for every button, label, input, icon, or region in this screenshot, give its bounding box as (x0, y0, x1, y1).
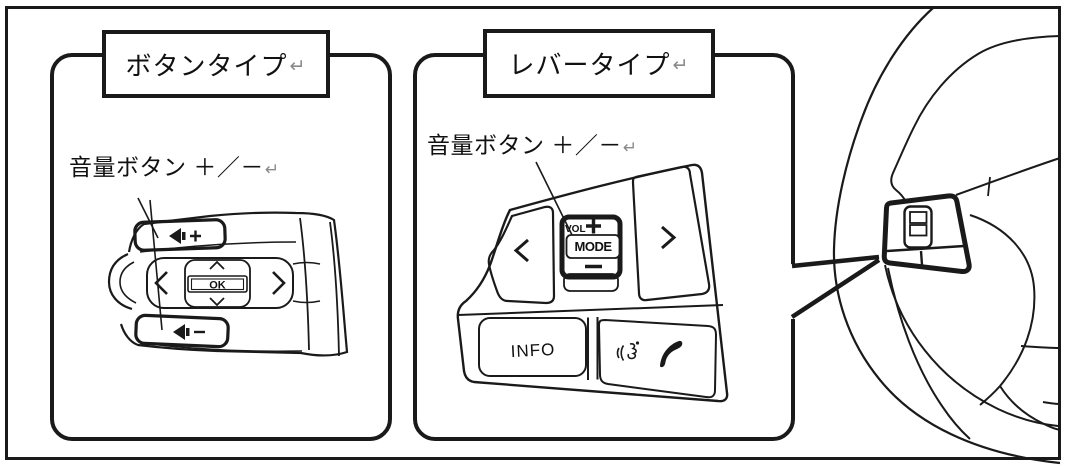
up-arrow-icon (209, 260, 225, 270)
down-arrow-icon (209, 297, 225, 307)
pad-band-connector (292, 300, 321, 304)
plus-icon (586, 218, 601, 234)
return-mark: ↵ (289, 55, 307, 77)
volume-label-lever-type: 音量ボタン ＋／－↵ (427, 132, 638, 158)
wheel-hub-top-edge (955, 157, 1061, 196)
volume-label-button-type: 音量ボタン ＋／－↵ (69, 154, 280, 180)
return-mark: ↵ (264, 160, 280, 179)
pad-band-line (329, 221, 340, 357)
wheel-spoke-left-edge (887, 267, 971, 440)
phone-icon (660, 340, 683, 368)
volume-down-button (134, 313, 230, 349)
button-pad-drawing: OK (107, 197, 349, 357)
mode-label: MODE (575, 239, 613, 254)
callout-line-bottom (790, 258, 881, 319)
panel-border-gap (789, 264, 797, 319)
button-type-title-box: ボタンタイプ↵ (102, 30, 330, 98)
info-label: INFO (510, 340, 556, 361)
left-arrow-button (154, 271, 168, 295)
wheel-hub-bulge (969, 214, 1036, 406)
center-cluster (146, 257, 294, 309)
button-type-title: ボタンタイプ (125, 50, 288, 81)
speaker-minus-icon (173, 324, 205, 340)
voice-recognition-icon (616, 341, 640, 361)
lever-lower-tab (563, 273, 619, 292)
wheel-spoke-lower-edge (999, 385, 1061, 431)
mode-lever: VOL MODE (559, 214, 623, 280)
lever-type-title-box: レバータイプ↵ (483, 29, 715, 98)
steering-wheel-audio-pad (881, 193, 972, 275)
wheel-hub-seam (987, 176, 991, 197)
info-button: INFO (478, 317, 587, 377)
band-separator (457, 304, 724, 316)
vol-label: VOL (565, 224, 586, 235)
outer-border (5, 6, 1061, 460)
steering-wheel-drawing (832, 7, 1061, 465)
wheel-rim-inner-edge-top (890, 35, 1061, 203)
pad-band-line (299, 217, 310, 351)
return-mark: ↵ (622, 138, 638, 157)
leader-line-mode-lever (535, 161, 574, 238)
speaker-plus-icon (169, 228, 201, 244)
wheel-hub-line-right-1 (1020, 345, 1061, 349)
callout-line-top (791, 254, 880, 269)
left-arrow-button (487, 205, 556, 305)
lever-type-title: レバータイプ (508, 50, 671, 80)
mini-mode-lever (903, 205, 933, 249)
voice-phone-button (597, 318, 718, 399)
pad-left-cap (107, 252, 133, 311)
wheel-hub-line-right-2 (1042, 401, 1061, 405)
band-divider (587, 317, 599, 380)
ok-button: OK (184, 259, 251, 308)
volume-up-button (133, 218, 227, 252)
leader-line-volume-up (137, 197, 159, 239)
right-arrow-button (631, 165, 711, 302)
pad-left-cap-inner (119, 261, 137, 304)
ok-label: OK (209, 280, 226, 292)
right-arrow-button (272, 271, 286, 295)
wheel-rim-inner-edge-bottom (884, 264, 1059, 427)
return-mark: ↵ (672, 55, 690, 76)
lever-pad-drawing: VOL MODE INFO (456, 161, 729, 403)
pad-outline (119, 211, 349, 357)
pad-band-connector (292, 261, 321, 265)
